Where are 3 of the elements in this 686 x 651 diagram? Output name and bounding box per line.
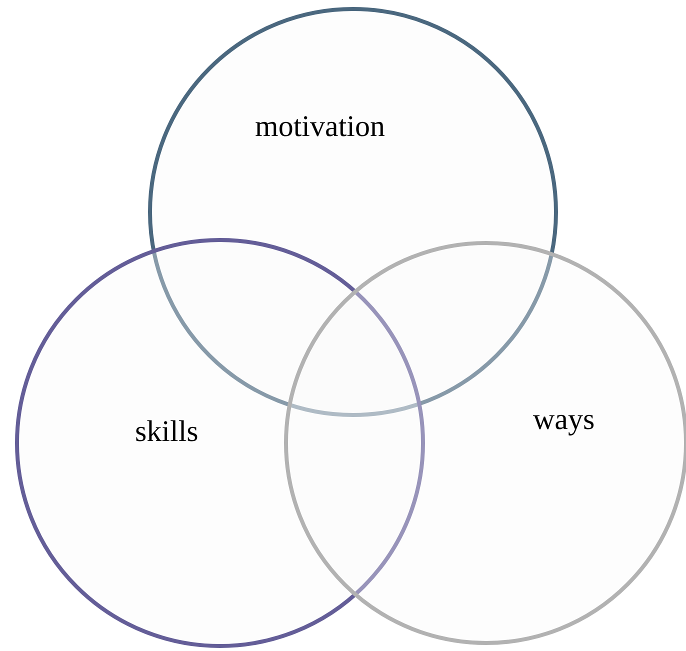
set-label: ways [533,403,595,436]
set-label: skills [135,415,198,448]
set-label: motivation [255,110,385,143]
